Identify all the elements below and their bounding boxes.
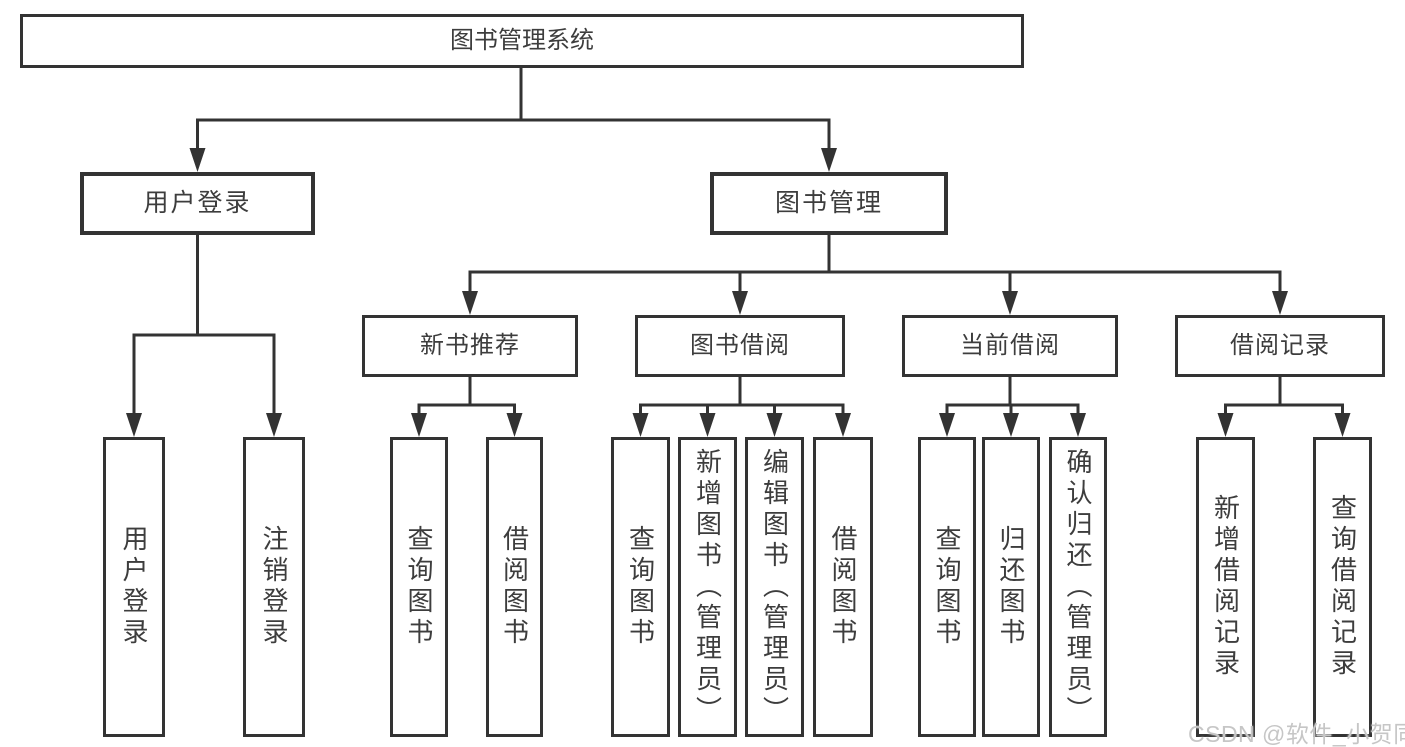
node-label: 用户登录: [143, 189, 252, 217]
leaf-return-books: 归还图书: [982, 437, 1040, 737]
leaf-query-books-recommend: 查询图书: [390, 437, 448, 737]
leaf-confirm-return-admin: 确认归还（管理员）: [1049, 437, 1107, 737]
node-label: 新增借阅记录: [1210, 494, 1241, 680]
node-label: 图书管理: [774, 189, 883, 217]
arrowheads: [126, 148, 1351, 437]
csdn-watermark: CSDN @软件_小贺同学: [1188, 721, 1405, 747]
node-label: 借阅图书: [828, 525, 858, 649]
leaf-edit-books-admin: 编辑图书（管理员）: [745, 437, 804, 737]
node-label: 注销登录: [259, 525, 289, 649]
node-current-borrow: 当前借阅: [902, 315, 1118, 377]
node-label: 当前借阅: [960, 332, 1060, 359]
node-label: 编辑图书（管理员）: [759, 447, 790, 727]
node-label: 图书借阅: [690, 332, 790, 359]
leaf-add-borrow-record: 新增借阅记录: [1196, 437, 1255, 737]
node-label: 确认归还（管理员）: [1063, 447, 1093, 727]
node-label: 借阅记录: [1230, 332, 1330, 359]
node-label: 借阅图书: [499, 525, 530, 649]
node-book-borrow: 图书借阅: [635, 315, 845, 377]
node-user-login: 用户登录: [80, 172, 315, 235]
node-label: 用户登录: [119, 525, 149, 649]
leaf-logout-login: 注销登录: [243, 437, 305, 737]
leaf-add-books-admin: 新增图书（管理员）: [678, 437, 737, 737]
node-borrow-records: 借阅记录: [1175, 315, 1385, 377]
node-book-management: 图书管理: [710, 172, 948, 235]
node-label: 查询图书: [404, 525, 434, 649]
leaf-query-books-current: 查询图书: [918, 437, 976, 737]
leaf-borrow-books: 借阅图书: [813, 437, 873, 737]
leaf-user-login: 用户登录: [103, 437, 165, 737]
leaf-borrow-books-recommend: 借阅图书: [486, 437, 543, 737]
node-label: 查询图书: [625, 525, 656, 649]
leaf-query-borrow-record: 查询借阅记录: [1313, 437, 1372, 737]
node-label: 查询图书: [932, 525, 962, 649]
leaf-query-books-borrow: 查询图书: [611, 437, 670, 737]
node-label: 归还图书: [996, 525, 1026, 649]
node-label: 查询借阅记录: [1327, 494, 1358, 680]
node-new-book-recommend: 新书推荐: [362, 315, 578, 377]
node-label: 新书推荐: [420, 332, 520, 359]
node-library-management-system: 图书管理系统: [20, 14, 1024, 68]
node-label: 图书管理系统: [450, 27, 594, 54]
node-label: 新增图书（管理员）: [692, 447, 723, 727]
